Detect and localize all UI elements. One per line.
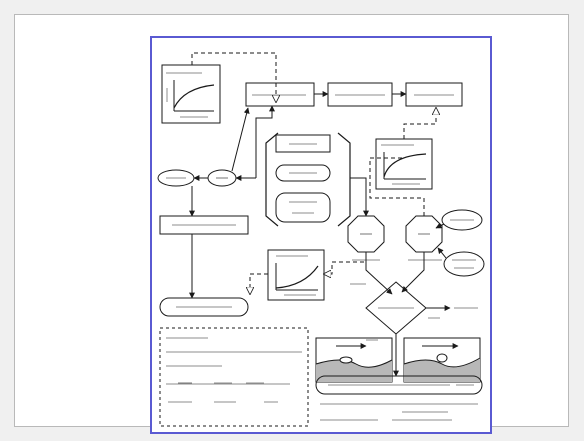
dashed-feedback-loop: [191, 52, 276, 102]
slide-frame: [14, 14, 569, 434]
dashed-chla-graph-to-growth: [250, 273, 268, 294]
arrow-vp-to-diamond: [365, 252, 393, 295]
silt-content-box: [327, 82, 393, 107]
dashed-silt-graph-to-mortality: [403, 108, 436, 139]
diagram-figure: [150, 36, 492, 434]
flow-diagram: [157, 52, 485, 427]
shell-length-node: [443, 251, 485, 277]
wave-box: [275, 134, 331, 153]
growth-equation-panel: [159, 327, 309, 427]
ss-node: [207, 169, 237, 187]
transport-formulas: [320, 403, 478, 421]
arrow-ss-to-shields: [231, 107, 250, 172]
arrow-bracket-to-shields: [255, 105, 275, 178]
transport-amount-box: [315, 375, 483, 395]
vs-node: [405, 215, 443, 261]
depth-box: [275, 164, 331, 182]
dashed-vp-to-chla-graph: [324, 261, 364, 274]
temp-node: [441, 209, 483, 231]
bracket-group: [265, 132, 351, 227]
mortality-box: [405, 82, 463, 107]
chla-empirical-graph: [267, 249, 325, 301]
arrow-bracket-to-vp: [350, 177, 369, 217]
sediment-illustration-right: [403, 337, 481, 383]
grain-size-box: [275, 192, 331, 223]
arrow-vs-to-diamond: [401, 252, 425, 293]
food-index-box: [159, 215, 249, 235]
shields-box: [245, 82, 315, 107]
arrow-temp-to-vs: [435, 222, 445, 229]
arrow-shell-to-vs: [437, 247, 447, 259]
shields-empirical-graph: [161, 64, 221, 124]
sediment-illustration-left: [315, 337, 393, 383]
chla-node: [157, 169, 195, 187]
arrow-vs-to-silt-graph: [369, 157, 425, 216]
growth-rate-node: [159, 297, 249, 317]
silt-empirical-graph: [375, 138, 433, 190]
